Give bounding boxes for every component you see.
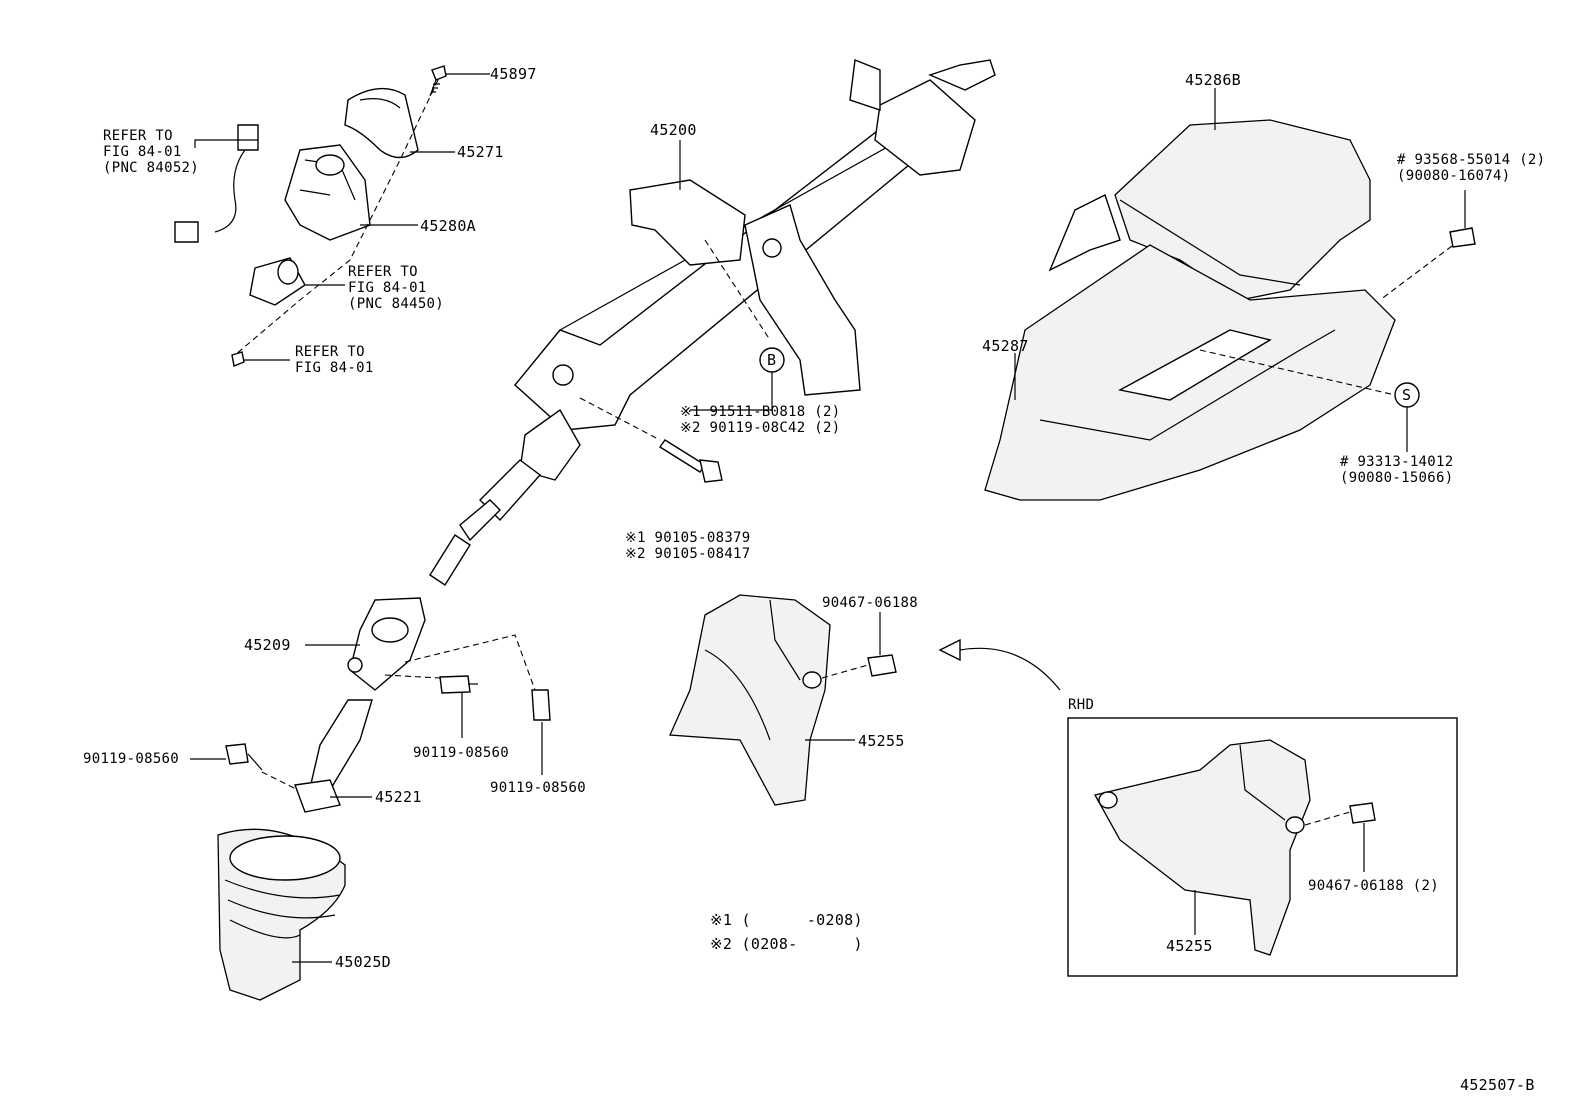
label-90119-c: 90119-08560 [490,780,587,796]
cover-45287-shape [984,244,1396,501]
bolt-90119-b-shape [439,675,478,694]
label-clip-b: 90467-06188 (2) [1308,878,1439,894]
note-1: ※1 ( -0208) [710,911,863,929]
cover-45255-b-shape [1094,739,1311,956]
label-ref1: REFER TO FIG 84-01 (PNC 84052) [103,128,200,176]
label-clip-a: 90467-06188 [822,595,919,611]
shaft-45221-shape [294,699,373,813]
switch-connector-shape [174,124,259,243]
label-45209: 45209 [244,636,291,654]
label-ref2: REFER TO FIG 84-01 (PNC 84450) [348,264,445,312]
clip-90467-b-shape [1349,802,1376,824]
marker-s-label: S [1402,386,1412,404]
label-45255-a: 45255 [858,732,905,750]
steering-column-shape [429,59,996,586]
label-45255-b: 45255 [1166,937,1213,955]
label-45200: 45200 [650,121,697,139]
dash-screw-top [1379,239,1461,301]
dash-90119-a [261,771,299,791]
label-90119-b: 90119-08560 [413,745,510,761]
label-90119-a: 90119-08560 [83,751,180,767]
diagram-id: 452507-B [1460,1076,1535,1094]
bolt-90119-c-shape [531,689,551,721]
cover-45255-a-shape [669,594,831,806]
dash-clip-a [821,664,869,679]
dash-clip-b [1304,811,1351,826]
leader-ref1 [194,139,258,148]
small-screw-shape [231,351,245,367]
label-rhd: RHD [1068,697,1095,713]
joint-45209-shape [347,597,426,691]
dash-s [1199,349,1396,396]
clip-90467-a-shape [867,654,897,677]
screw-93568-shape [1449,227,1476,248]
bolt-90105-shape [658,439,723,483]
note-2: ※2 (0208- ) [710,935,863,953]
rhd-inset-box [1067,717,1458,977]
dash-ignition-axis [234,79,439,356]
boot-45025d-shape [217,828,346,1001]
dash-45209 [384,634,536,691]
ignition-housing-shape [284,144,371,241]
leader-b [690,372,773,411]
label-screw-s: # 93313-14012 (90080-15066) [1340,454,1454,486]
label-bolt-parts: ※1 90105-08379 ※2 90105-08417 [625,530,751,562]
key-cylinder-shape [249,257,306,306]
marker-b-label: B [767,351,777,369]
label-45287: 45287 [982,337,1029,355]
label-45280a: 45280A [420,217,476,235]
label-45025d: 45025D [335,953,391,971]
label-45286b: 45286B [1185,71,1241,89]
label-b-parts: ※1 91511-B0818 (2) ※2 90119-08C42 (2) [680,404,841,436]
cover-45286b-shape [1048,119,1371,301]
label-45221: 45221 [375,788,422,806]
dash-bolt [579,397,661,441]
label-45897: 45897 [490,65,537,83]
label-45271: 45271 [457,143,504,161]
label-screw-top: # 93568-55014 (2) (90080-16074) [1397,152,1546,184]
bolt-90119-a-shape [225,743,263,771]
rhd-arrow [938,638,1061,691]
label-ref3: REFER TO FIG 84-01 [295,344,374,376]
bracket-45271-shape [344,87,419,159]
screw-45897-shape [429,65,447,97]
